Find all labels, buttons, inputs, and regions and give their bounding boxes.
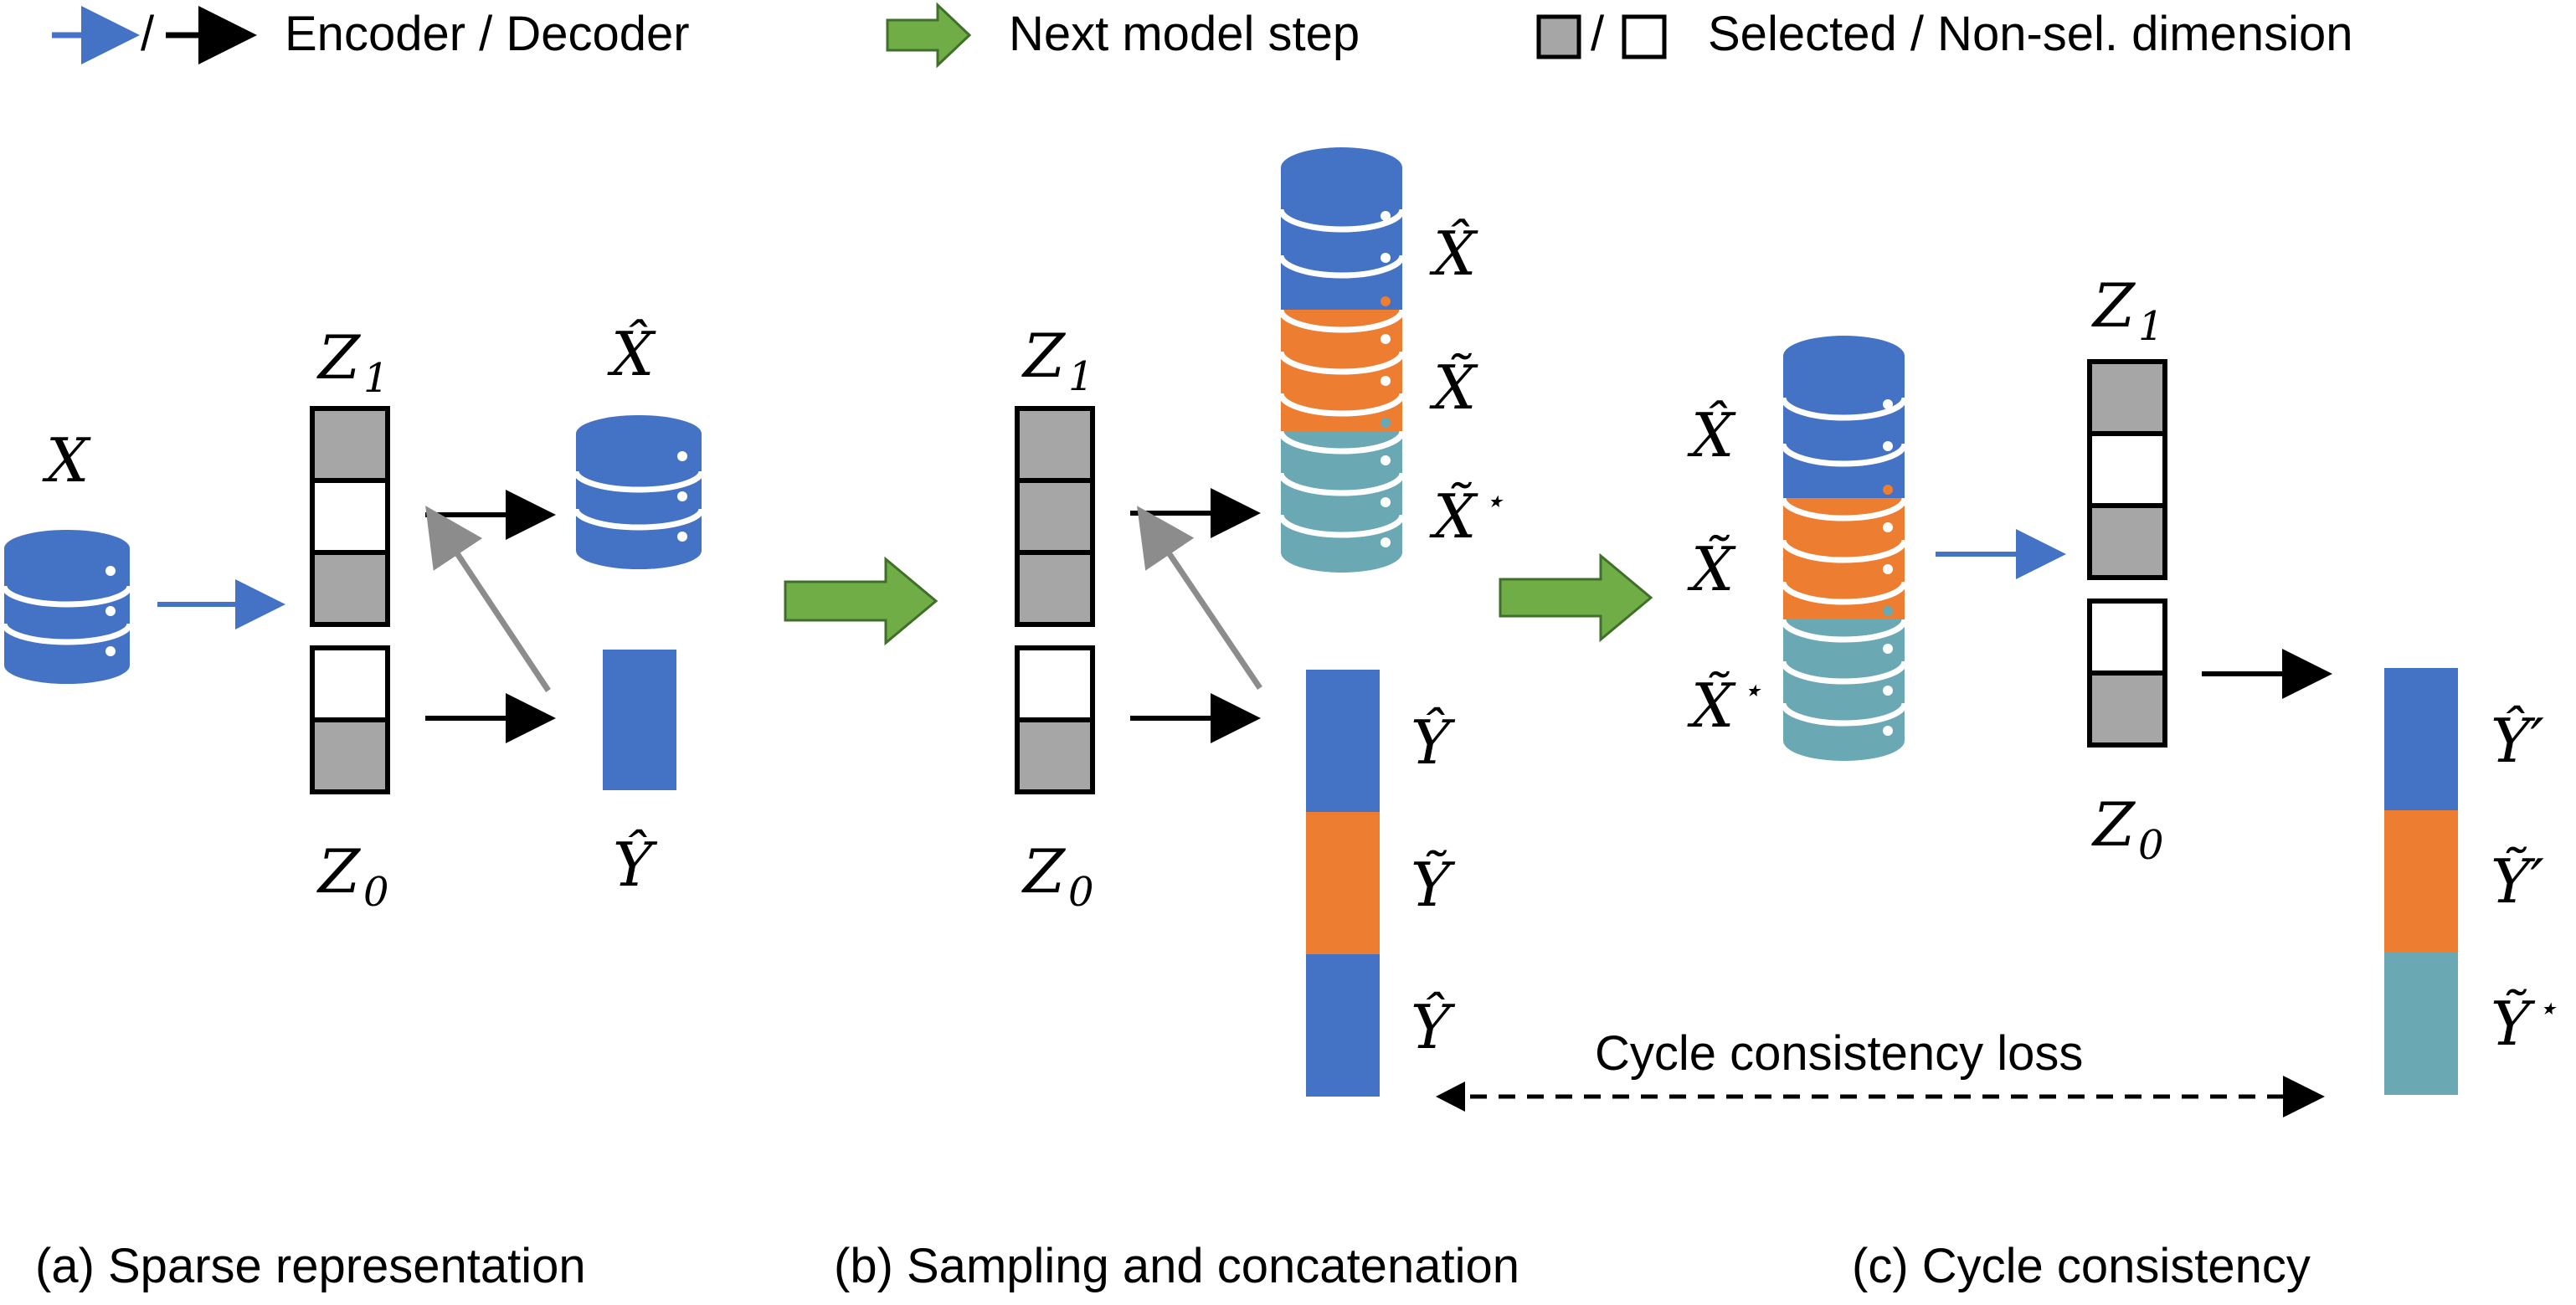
panel-b: Z 1 Z 0 bbox=[1015, 147, 1504, 1097]
feedback-arrow-a bbox=[425, 506, 551, 692]
label-yhat1-b: Ŷ bbox=[1411, 706, 1456, 778]
label-z1-b: Z bbox=[1021, 321, 1067, 391]
caption-b: (b) Sampling and concatenation bbox=[834, 1239, 1519, 1293]
caption-a: (a) Sparse representation bbox=[35, 1239, 586, 1293]
label-z0-b-sub: 0 bbox=[1068, 869, 1094, 916]
legend-selected-sep: / bbox=[1591, 7, 1605, 61]
label-ytilde-b: Ỹ bbox=[1411, 849, 1456, 920]
label-z1-c-sub: 1 bbox=[2138, 303, 2164, 350]
cycle-loss-label: Cycle consistency loss bbox=[1595, 1026, 2083, 1081]
label-z0-a-sub: 0 bbox=[363, 869, 389, 916]
label-x: X bbox=[42, 425, 91, 496]
label-z0-b: Z bbox=[1021, 836, 1067, 907]
legend-encoder-decoder-label: Encoder / Decoder bbox=[285, 7, 690, 61]
feedback-arrow-b bbox=[1137, 506, 1262, 690]
label-ytilde-prime-c: Ỹ′ bbox=[2491, 845, 2544, 917]
label-ytilde-star-c: Ỹ bbox=[2491, 988, 2536, 1059]
legend-next-step-label: Next model step bbox=[1009, 7, 1360, 61]
legend-selected-label: Selected / Non-sel. dimension bbox=[1708, 7, 2353, 61]
next-step-arrow-2 bbox=[1499, 552, 1653, 643]
label-yhat-a: Ŷ bbox=[613, 829, 658, 900]
label-z1-b-sub: 1 bbox=[1068, 353, 1094, 400]
cycle-loss-arrow-left-head bbox=[1436, 1082, 1465, 1112]
label-ytilde-star-c-sup: ⋆ bbox=[2537, 989, 2558, 1028]
latent-z0-a bbox=[310, 645, 390, 794]
legend-selected-swatch bbox=[1536, 14, 1581, 59]
label-xhat-c: X̂ bbox=[1687, 399, 1736, 470]
latent-z0-b bbox=[1015, 645, 1095, 794]
database-x-icon bbox=[1, 530, 133, 684]
output-y-stack-b bbox=[1306, 670, 1380, 1097]
legend-nonselected-swatch bbox=[1622, 14, 1667, 59]
label-xtilde-c: X̃ bbox=[1687, 534, 1736, 604]
next-step-arrow-1 bbox=[784, 556, 938, 646]
label-xtilde-star-c: X̃ bbox=[1687, 670, 1736, 741]
label-z1-a-sub: 1 bbox=[363, 355, 389, 402]
latent-z1-c bbox=[2087, 359, 2167, 580]
database-xhat-a-icon bbox=[573, 415, 705, 569]
label-xtilde-star-b-sup: ⋆ bbox=[1483, 482, 1504, 521]
label-xtilde-b: X̃ bbox=[1429, 352, 1478, 423]
label-z1-a: Z bbox=[316, 322, 362, 393]
panel-a: X Z 1 Z 0 X̂ bbox=[1, 318, 705, 916]
output-y-stack-c bbox=[2384, 668, 2458, 1095]
caption-c: (c) Cycle consistency bbox=[1852, 1239, 2311, 1293]
panel-c: X̂ X̃ X̃ ⋆ Z 1 bbox=[1436, 270, 2558, 1117]
label-z1-c: Z bbox=[2091, 270, 2136, 341]
legend-next-step-arrow bbox=[886, 2, 972, 69]
label-xhat-a: X̂ bbox=[607, 318, 656, 389]
output-yhat-a-bar bbox=[603, 650, 676, 790]
database-stack-c-icon bbox=[1780, 336, 1908, 761]
label-z0-a: Z bbox=[316, 836, 362, 907]
label-z0-c-sub: 0 bbox=[2138, 822, 2164, 869]
latent-z1-a bbox=[310, 406, 390, 627]
database-stack-b-icon bbox=[1278, 147, 1406, 573]
label-yhat2-b: Ŷ bbox=[1411, 991, 1456, 1062]
label-xtilde-star-c-sup: ⋆ bbox=[1741, 671, 1762, 710]
label-z0-c: Z bbox=[2091, 789, 2136, 860]
label-yhat-prime-c: Ŷ′ bbox=[2491, 705, 2544, 776]
label-xtilde-star-b: X̃ bbox=[1429, 481, 1478, 552]
latent-z0-c bbox=[2087, 599, 2167, 748]
label-xhat-b: X̂ bbox=[1429, 218, 1478, 289]
legend-encoder-sep: / bbox=[141, 7, 155, 61]
legend: / Encoder / Decoder Next model step / Se… bbox=[52, 2, 2353, 69]
latent-z1-b bbox=[1015, 406, 1095, 627]
